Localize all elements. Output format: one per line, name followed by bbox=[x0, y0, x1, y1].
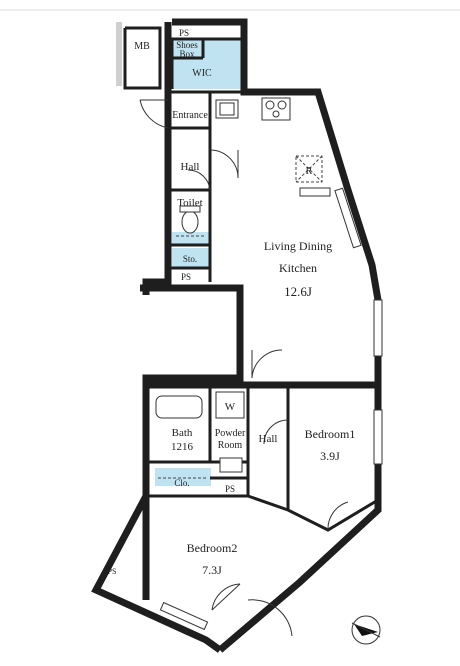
label-entrance: Entrance bbox=[172, 110, 208, 121]
toilet-storage-strip bbox=[172, 232, 210, 244]
refrigerator-diag-1 bbox=[295, 155, 323, 183]
label-mb: MB bbox=[134, 41, 150, 52]
hall-lower-door-swing bbox=[263, 419, 289, 445]
window-ldk bbox=[373, 299, 383, 357]
entrance-door-swing bbox=[139, 99, 169, 129]
window-bedroom2 bbox=[159, 601, 209, 631]
outer-wall-lower-left bbox=[91, 494, 223, 653]
burner-1-icon bbox=[265, 100, 275, 110]
label-washer: W bbox=[225, 401, 236, 413]
bedroom1-door-swing bbox=[327, 501, 349, 531]
powder-sink bbox=[219, 457, 243, 473]
toilet-door-swing bbox=[187, 169, 211, 191]
kitchen-shelf bbox=[299, 187, 331, 197]
ldk-door-swing bbox=[251, 349, 283, 379]
label-bedroom2: Bedroom2 bbox=[187, 541, 238, 555]
label-powder-1: Powder bbox=[215, 428, 246, 439]
label-ps-lower: PS bbox=[225, 484, 235, 494]
label-shoes-box-2: Box bbox=[179, 49, 195, 59]
north-arrow-icon bbox=[351, 615, 381, 645]
burner-2-icon bbox=[277, 100, 287, 110]
outer-wall-left-upper bbox=[142, 22, 172, 295]
refrigerator-space bbox=[295, 155, 323, 183]
label-hall-lower: Hall bbox=[259, 433, 278, 445]
label-ps-top: PS bbox=[179, 28, 189, 38]
window-bedroom1 bbox=[373, 409, 383, 465]
kitchen-sink-basin bbox=[219, 102, 235, 116]
toilet-tank bbox=[179, 205, 201, 213]
label-storage: Sto. bbox=[183, 254, 197, 264]
label-bath-1: Bath bbox=[172, 427, 193, 439]
label-bedroom1: Bedroom1 bbox=[305, 427, 356, 441]
label-bedroom2-size: 7.3J bbox=[202, 563, 222, 577]
label-hall-upper: Hall bbox=[181, 161, 200, 173]
label-ps-corner: PS bbox=[108, 567, 117, 576]
label-bedroom1-size: 3.9J bbox=[320, 449, 340, 463]
washer-space bbox=[215, 391, 245, 419]
mb-box bbox=[123, 26, 162, 90]
bedroom1-bottom-wall bbox=[247, 494, 379, 532]
bathtub bbox=[155, 395, 203, 419]
window-ldk-diagonal bbox=[334, 187, 362, 249]
outer-wall-upper bbox=[172, 18, 382, 385]
label-ldk-size: 12.6J bbox=[284, 284, 312, 299]
refrigerator-diag-2 bbox=[295, 155, 323, 183]
closet-fill bbox=[155, 468, 211, 486]
bedroom2-door-swing bbox=[211, 583, 241, 611]
label-bath-2: 1216 bbox=[171, 441, 194, 453]
label-ldk-1: Living Dining bbox=[264, 239, 332, 253]
burner-3-icon bbox=[272, 110, 280, 118]
label-ldk-2: Kitchen bbox=[279, 261, 317, 275]
label-closet: Clo. bbox=[174, 478, 189, 488]
storage-fill bbox=[172, 248, 210, 268]
exterior-hatch bbox=[116, 22, 122, 86]
label-powder-2: Room bbox=[218, 440, 243, 451]
label-toilet: Toilet bbox=[177, 197, 203, 209]
toilet-bowl bbox=[181, 210, 199, 234]
mid-step-wall bbox=[140, 284, 244, 600]
bedroom2-door-leaf bbox=[211, 583, 241, 611]
label-ps-mid: PS bbox=[181, 272, 191, 282]
hall-door-swing bbox=[209, 149, 239, 179]
outer-wall-lower-right bbox=[217, 385, 382, 653]
label-wic: WIC bbox=[192, 68, 212, 79]
balcony-door-swing bbox=[247, 599, 293, 637]
wic-fill bbox=[172, 39, 244, 89]
label-refrigerator: R bbox=[306, 166, 313, 177]
label-shoes-box-1: Shoes bbox=[176, 40, 198, 50]
